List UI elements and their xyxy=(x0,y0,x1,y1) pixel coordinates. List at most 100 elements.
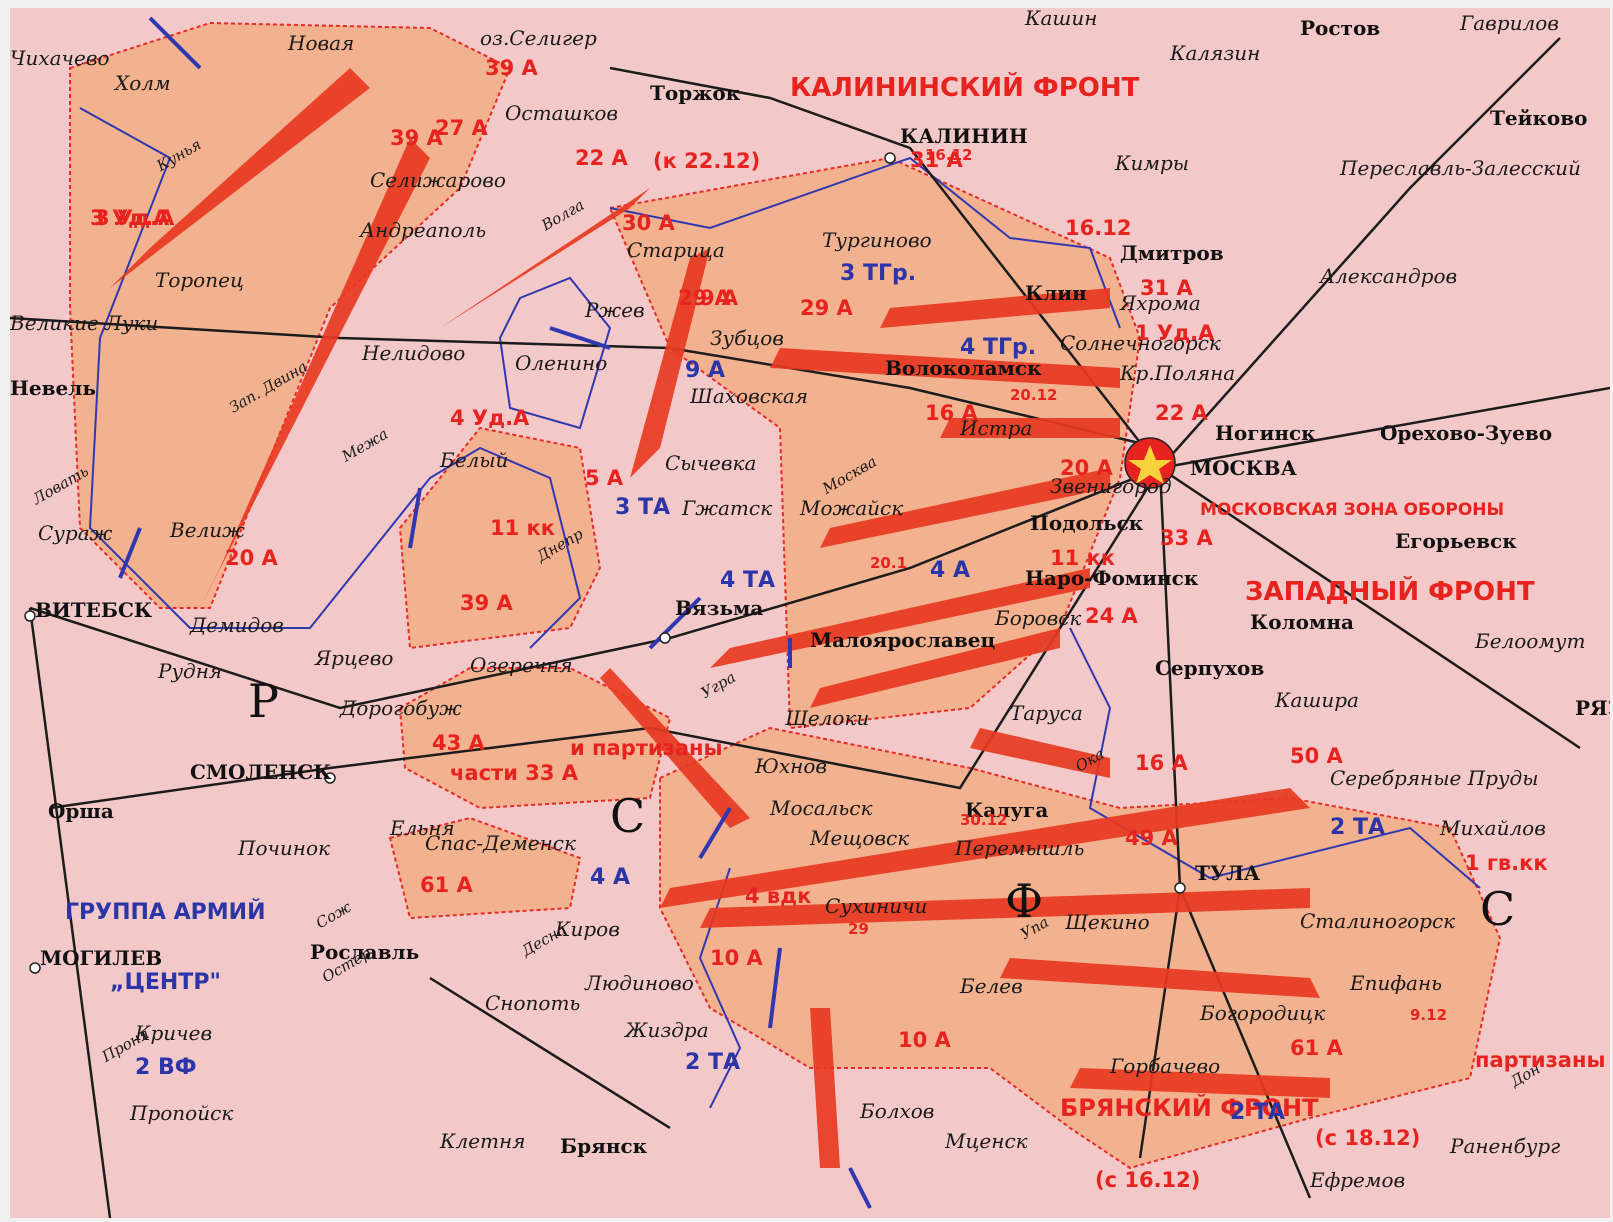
offensive-arrows xyxy=(110,68,1330,1168)
arrow xyxy=(600,668,750,828)
city-label-yelnya: Ельня xyxy=(390,816,455,840)
arrow xyxy=(440,188,650,328)
city-label-dmitrov: Дмитров xyxy=(1120,241,1224,265)
city-label-solnechnogorsk: Солнечногорск xyxy=(1060,331,1221,355)
city-label-turginovo: Тургиново xyxy=(822,228,932,252)
soviet-unit-label: 20 А xyxy=(225,546,278,570)
date-label: 20.1 xyxy=(870,554,908,572)
city-label-peremyshl: Перемышль xyxy=(955,836,1085,860)
city-label-kletnya: Клетня xyxy=(440,1129,526,1153)
soviet-unit-label: 49 А xyxy=(1125,826,1178,850)
city-label-tula: ТУЛА xyxy=(1195,861,1261,885)
city-label-meshchovsk: Мещовск xyxy=(810,826,910,850)
city-label-mikhailov: Михайлов xyxy=(1440,816,1546,840)
arrow xyxy=(1000,958,1320,998)
map-graphics xyxy=(10,16,1610,1218)
city-label-krpolyana: Кр.Поляна xyxy=(1120,361,1236,385)
soviet-unit-label: 4 вдк xyxy=(745,884,812,908)
city-label-yukhnov: Юхнов xyxy=(755,754,828,778)
german-unit-label: 4 А xyxy=(930,558,970,583)
soviet-unit-label: 24 А xyxy=(1085,604,1138,628)
city-label-orekhovo: Орехово-Зуево xyxy=(1380,421,1553,445)
city-label-staritsa: Старица xyxy=(627,238,725,262)
soviet-unit-label: 20 А xyxy=(1060,456,1113,480)
soviet-unit-label: 9 А xyxy=(700,286,739,310)
date-label: 20.12 xyxy=(1010,386,1058,404)
city-label-yartsevo: Ярцево xyxy=(315,646,394,670)
arrow xyxy=(810,1008,840,1168)
city-label-serpukhov: Серпухов xyxy=(1155,656,1265,680)
soviet-unit-label: 61 А xyxy=(1290,1036,1343,1060)
date-label: 9.12 xyxy=(1410,1006,1448,1024)
soviet-unit-label: 11 кк xyxy=(490,516,556,540)
arrow xyxy=(700,888,1310,928)
city-label-kimry: Кимры xyxy=(1115,151,1190,175)
german-unit-label: 2 ТА xyxy=(685,1050,740,1075)
soviet-unit-label: 33 А xyxy=(1160,526,1213,550)
soviet-unit-label: 61 А xyxy=(420,873,473,897)
german-unit-label: 9 А xyxy=(685,358,725,383)
soviet-unit-label: 3 Уд.А xyxy=(95,206,175,230)
soviet-unit-label: 16 А xyxy=(925,401,978,425)
soviet-unit-label: 16 А xyxy=(1135,751,1188,775)
city-label-selizharovo: Селижарово xyxy=(370,168,506,192)
city-label-pochinok: Починок xyxy=(238,836,330,860)
zone-south xyxy=(659,726,1502,1170)
city-label-shchelkanovo: Щелоки xyxy=(785,706,870,730)
german-unit-label: „ЦЕНТР" xyxy=(110,970,221,995)
soviet-unit-label: 3 Уд.А xyxy=(90,206,170,230)
arrow xyxy=(810,628,1060,708)
city-label-kalinin: КАЛИНИН xyxy=(900,124,1028,148)
soviet-unit-label: части 33 А xyxy=(450,761,579,785)
soviet-unit-label: 50 А xyxy=(1290,744,1343,768)
city-label-demidov: Демидов xyxy=(190,613,284,637)
soviet-unit-label: 22 А xyxy=(1155,401,1208,425)
arrow xyxy=(660,788,1310,908)
city-label-rudnya: Рудня xyxy=(158,659,223,683)
german-unit-label: 2 ТА xyxy=(1230,1100,1285,1125)
city-label-belyi: Белый xyxy=(440,448,509,472)
city-label-orsha: Орша xyxy=(48,799,114,823)
region-letter: С xyxy=(610,789,646,843)
arrow xyxy=(770,348,1120,388)
city-label-ranenburg: Раненбург xyxy=(1450,1134,1561,1158)
date-label: 29 xyxy=(848,920,869,938)
soviet-unit-label: 39 А xyxy=(390,126,443,150)
soviet-unit-label: 22 А xyxy=(575,146,628,170)
arrow xyxy=(820,468,1110,548)
city-label-aleksandrov: Александров xyxy=(1320,264,1458,288)
city-label-dorogobuzh: Дорогобуж xyxy=(340,696,462,720)
city-label-maloyaroslavets: Малоярославец xyxy=(810,628,996,652)
region-letter: Ф xyxy=(1005,874,1044,928)
city-label-surazh: Сураж xyxy=(38,521,113,545)
german-unit-label: 4 ТГр. xyxy=(960,335,1037,360)
city-label-spasdemensk: Спас-Деменск xyxy=(425,831,576,855)
city-label-kholm: Холм xyxy=(115,71,171,95)
city-label-gavrilov: Гаврилов xyxy=(1460,11,1559,35)
city-label-mtsensk: Мценск xyxy=(945,1129,1028,1153)
soviet-unit-label: 1 гв.кк xyxy=(1465,851,1548,875)
city-label-bolkhov: Болхов xyxy=(860,1099,935,1123)
city-label-ryazan: РЯЗАНЬ xyxy=(1575,696,1610,720)
german-unit-label: 3 ТГр. xyxy=(840,261,917,286)
arrow xyxy=(200,138,430,608)
german-arrows xyxy=(118,16,872,1209)
city-label-nelidovo: Нелидово xyxy=(362,341,466,365)
city-label-bryansk: Брянск xyxy=(560,1134,648,1158)
date-label: 30.12 xyxy=(960,811,1008,829)
soviet-unit-label: (с 16.12) xyxy=(1095,1168,1201,1192)
region-letter: С xyxy=(1480,882,1516,936)
region-letter: Р xyxy=(248,674,279,728)
arrow xyxy=(630,248,710,478)
city-label-kirov: Киров xyxy=(555,917,620,941)
city-label-mozhaisk: Можайск xyxy=(800,496,904,520)
city-label-gzhatsk: Гжатск xyxy=(682,496,773,520)
soviet-unit-label: партизаны xyxy=(1475,1048,1606,1072)
soviet-unit-label: и партизаны xyxy=(570,736,723,760)
soviet-unit-label: 39 А xyxy=(485,56,538,80)
soviet-unit-label: 4 Уд.А xyxy=(450,406,530,430)
city-label-borovsk: Боровск xyxy=(995,606,1082,630)
city-label-vyazma: Вязьма xyxy=(675,596,764,620)
city-label-serebprudy: Серебряные Пруды xyxy=(1330,766,1539,790)
